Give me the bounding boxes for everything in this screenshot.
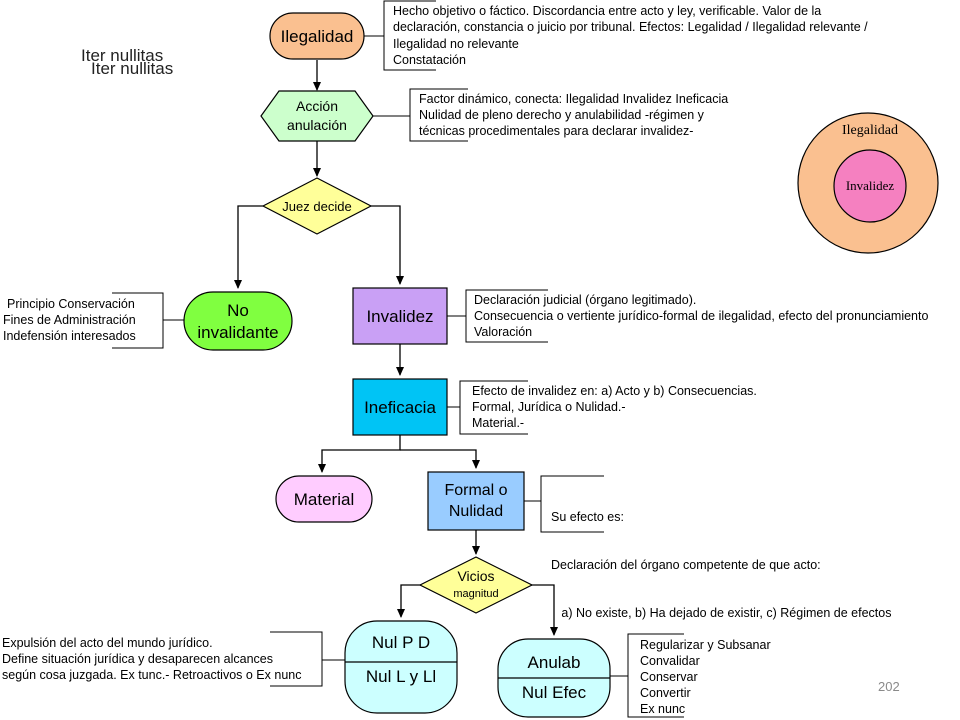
edge-juez-invalidez [371, 205, 404, 285]
svg-text:Nul P D: Nul P D [372, 633, 430, 652]
node-formal-nulidad: Formal o Nulidad [427, 471, 525, 531]
svg-text:Invalidez: Invalidez [366, 307, 433, 326]
node-juez-decide: Juez decide [261, 177, 373, 235]
note-nul: Expulsión del acto del mundo jurídico. D… [2, 636, 302, 682]
node-ilegalidad: Ilegalidad [269, 12, 365, 60]
svg-text:Acción: Acción [296, 98, 338, 114]
annotation-brackets [112, 0, 684, 718]
node-anulab-nul-efec: Anulab Nul Efec [497, 638, 611, 718]
svg-text:magnitud: magnitud [453, 588, 498, 600]
svg-text:Vicios: Vicios [457, 568, 494, 584]
svg-text:No: No [227, 301, 249, 320]
node-invalidez: Invalidez [352, 287, 448, 345]
svg-text:Nul Efec: Nul Efec [522, 683, 587, 702]
svg-text:Juez decide: Juez decide [282, 199, 351, 214]
note-ineficacia: Efecto de invalidez en: a) Acto y b) Con… [472, 384, 757, 430]
node-no-invalidante: No invalidante [183, 291, 293, 351]
edge-ineficacia-formal [400, 449, 480, 469]
node-ineficacia: Ineficacia [352, 378, 448, 436]
bracket-formal [540, 475, 604, 533]
svg-text:Nul L y Ll: Nul L y Ll [366, 667, 436, 686]
node-material: Material [275, 475, 373, 523]
note-no-invalidante: Principio Conservación Fines de Administ… [3, 297, 136, 343]
note-anulab: Regularizar y Subsanar Convalidar Conser… [640, 638, 771, 716]
note-ilegalidad: Hecho objetivo o fáctico. Discordancia e… [393, 4, 868, 67]
venn-diagram: Ilegalidad Invalidez [797, 112, 939, 254]
bracket-nul [270, 631, 323, 687]
svg-text:Ilegalidad: Ilegalidad [281, 27, 354, 46]
svg-text:invalidante: invalidante [197, 323, 278, 342]
edge-ineficacia-material [318, 435, 401, 473]
edge-juez-noinval [234, 205, 263, 289]
connectors [234, 60, 558, 636]
note-invalidez: Declaración judicial (órgano legitimado)… [474, 293, 929, 339]
svg-text:anulación: anulación [287, 117, 347, 133]
page-title: Iter nullitas [81, 46, 164, 65]
page-title-shadow: Iter nullitas [91, 59, 174, 78]
node-accion-anulacion: Acción anulación [260, 90, 374, 142]
note-accion: Factor dinámico, conecta: Ilegalidad Inv… [419, 92, 729, 138]
node-nul-pd-nul-lyl: Nul P D Nul L y Ll [344, 620, 458, 714]
page-number: 202 [878, 679, 900, 694]
svg-text:Formal o: Formal o [444, 482, 507, 499]
svg-text:Ineficacia: Ineficacia [364, 398, 436, 417]
venn-inner-circle [833, 149, 907, 223]
svg-text:Nulidad: Nulidad [449, 503, 503, 520]
venn-inner-label: Invalidez [846, 178, 895, 193]
note-formal: Su efecto es: Declaración del órgano com… [551, 510, 892, 620]
edge-vicios-nul [397, 584, 422, 618]
venn-outer-label: Ilegalidad [842, 123, 898, 138]
bracket-accion [409, 88, 468, 142]
svg-text:Material: Material [294, 490, 354, 509]
svg-text:Anulab: Anulab [528, 653, 581, 672]
node-vicios-magnitud: Vicios magnitud [418, 556, 534, 614]
edge-vicios-anulab [531, 584, 558, 636]
